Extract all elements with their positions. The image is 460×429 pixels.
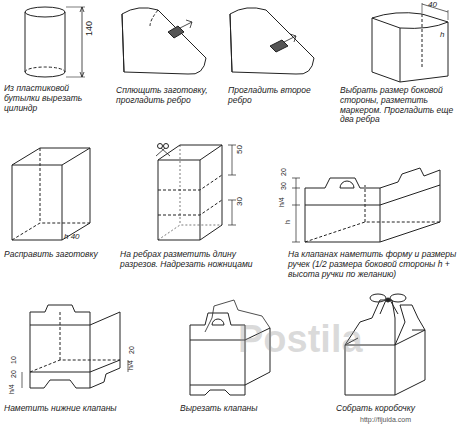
step-caption: Собрать коробочку — [336, 404, 456, 414]
dimension-label: 20 — [10, 370, 18, 378]
dimension-label: 30 — [235, 197, 244, 206]
dimension-label: 40 — [428, 0, 437, 9]
dimension-label: 30 — [280, 182, 288, 190]
step-caption: Выбрать размер боковой стороны, разметит… — [340, 86, 458, 125]
flattened-blank-2 — [230, 8, 314, 74]
dimension-label: 50 — [235, 145, 244, 154]
dimension-label: h — [440, 30, 444, 39]
step-caption: Прогладить второе ребро — [228, 86, 323, 106]
step-caption: Наметить нижние клапаны — [4, 404, 144, 414]
flattened-blank — [122, 8, 206, 74]
dimension-label: 140 — [84, 21, 94, 36]
dimension-label: 20 — [128, 346, 136, 354]
prism-with-cuts — [156, 144, 236, 241]
step-caption: Сплющить заготовку, прогладить ребро — [116, 86, 221, 106]
step-caption: На клапанах наметить форму и размеры руч… — [288, 250, 458, 279]
box-with-handles-marked — [292, 168, 440, 242]
dimension-label: h — [284, 220, 292, 224]
marked-blank — [372, 3, 448, 82]
open-prism — [12, 148, 90, 240]
dimension-label: h/4 — [8, 384, 16, 394]
dimension-label: 20 — [280, 168, 288, 176]
dimension-label: h/4 — [127, 360, 135, 370]
step-caption: Из пластиковой бутылки вырезать цилиндр — [4, 84, 104, 113]
dimension-label: h 40 — [64, 232, 80, 241]
watermark-url: http://fijuida.com — [360, 416, 411, 424]
cylinder — [25, 7, 85, 77]
dimension-label: h/4 — [278, 197, 286, 207]
step-caption: На ребрах разметить длину разрезов. Надр… — [120, 250, 270, 270]
dimension-label: 10 — [10, 356, 18, 364]
watermark: Postila — [238, 318, 363, 362]
step-caption: Расправить заготовку — [4, 250, 104, 260]
step-caption: Вырезать клапаны — [180, 404, 300, 414]
box-bottom-flaps — [22, 305, 128, 388]
